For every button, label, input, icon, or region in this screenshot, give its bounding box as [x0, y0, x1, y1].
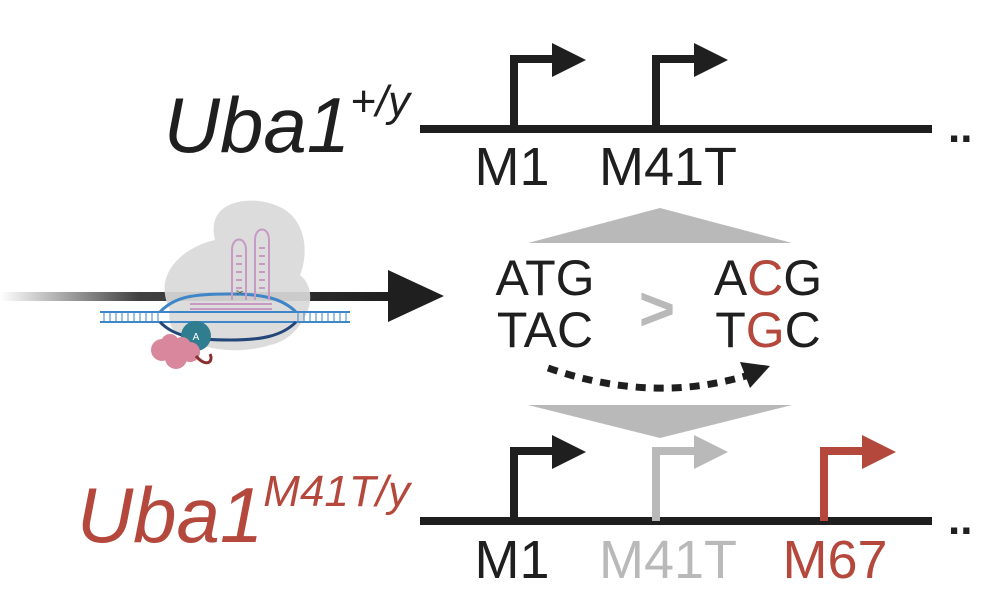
mutant-promoter-arrow-m41t [652, 435, 728, 521]
mutant-genotype: M41T/y [263, 467, 413, 516]
editing-arrow-head [388, 270, 444, 322]
wildtype-continuation: .. [948, 103, 972, 152]
mutant-continuation: .. [948, 495, 972, 544]
wildtype-row: Uba1+/y .. M1 M41T [164, 43, 972, 197]
wildtype-gene-label: Uba1+/y [164, 77, 413, 169]
wedge-top [528, 208, 792, 243]
mutant-gene-name: Uba1 [77, 471, 263, 559]
edited-base-bottom: G [746, 302, 785, 358]
original-codon-top: ATG [495, 250, 594, 306]
deaminase-label: A [193, 332, 200, 343]
mutant-row: Uba1M41T/y .. M1 M41T M67 [77, 435, 972, 590]
mutant-site-m41t: M41T [599, 530, 737, 590]
mutant-site-m1: M1 [474, 530, 549, 590]
wildtype-genotype: +/y [350, 77, 413, 126]
dotted-arrow-head [740, 362, 770, 388]
wedge-bottom [528, 405, 792, 438]
base-editor-illustration: ✂ A [0, 200, 444, 369]
edited-base-top: C [747, 250, 783, 306]
dna-duplex [100, 292, 350, 342]
dotted-curved-arrow [546, 364, 754, 392]
wildtype-site-m1: M1 [474, 137, 549, 197]
original-codon-bottom: TAC [497, 302, 593, 358]
edited-codon-bottom: TGC [715, 302, 821, 358]
change-separator: > [639, 275, 675, 344]
scissors-icon: ✂ [236, 288, 244, 299]
mutant-promoter-arrow-m67 [820, 435, 896, 521]
wildtype-promoter-arrow-m1 [510, 43, 586, 129]
protein-domain-icon [151, 334, 200, 369]
mutant-promoter-arrow-m1 [510, 435, 586, 521]
edited-codon-top: ACG [714, 250, 822, 306]
wildtype-promoter-arrow-m41t [652, 43, 728, 129]
guide-rna [190, 228, 272, 310]
wildtype-gene-name: Uba1 [164, 81, 350, 169]
base-change-panel: ATG TAC > ACG TGC [495, 208, 822, 438]
wildtype-site-m41t: M41T [599, 137, 737, 197]
mutant-gene-label: Uba1M41T/y [77, 467, 413, 559]
mutant-site-m67: M67 [782, 530, 887, 590]
